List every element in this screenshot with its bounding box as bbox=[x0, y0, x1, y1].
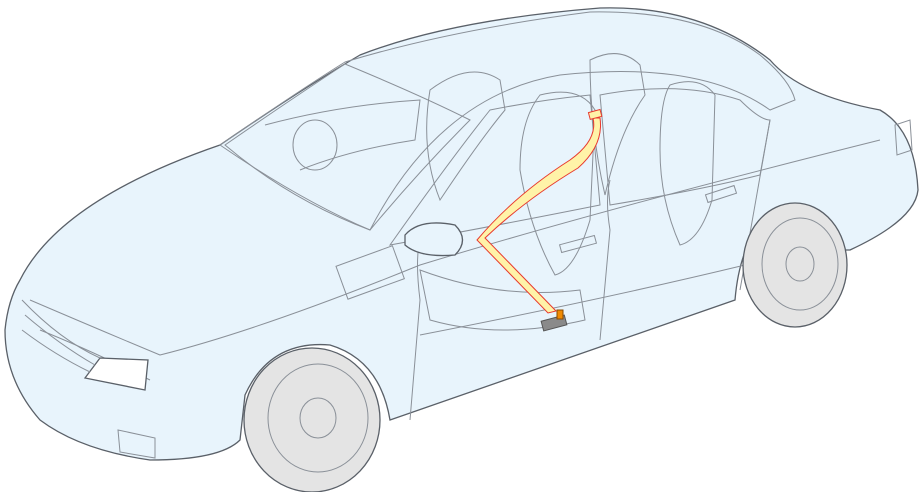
tail-light bbox=[894, 119, 913, 156]
rear-wheel bbox=[742, 202, 848, 328]
dashboard bbox=[264, 99, 421, 300]
front-wheel bbox=[243, 347, 381, 492]
roof bbox=[219, 11, 796, 231]
rear-door-handle bbox=[704, 184, 738, 204]
fog-light bbox=[117, 429, 156, 459]
seatbelt-upper-anchor bbox=[587, 108, 603, 121]
grille bbox=[21, 299, 101, 373]
seatbelt-latch bbox=[556, 309, 564, 320]
front-door-handle bbox=[558, 234, 598, 254]
front-side-window bbox=[388, 94, 601, 246]
seatbelt bbox=[476, 117, 602, 314]
seats bbox=[419, 53, 716, 331]
side-mirror bbox=[404, 222, 464, 257]
windshield bbox=[224, 63, 471, 231]
